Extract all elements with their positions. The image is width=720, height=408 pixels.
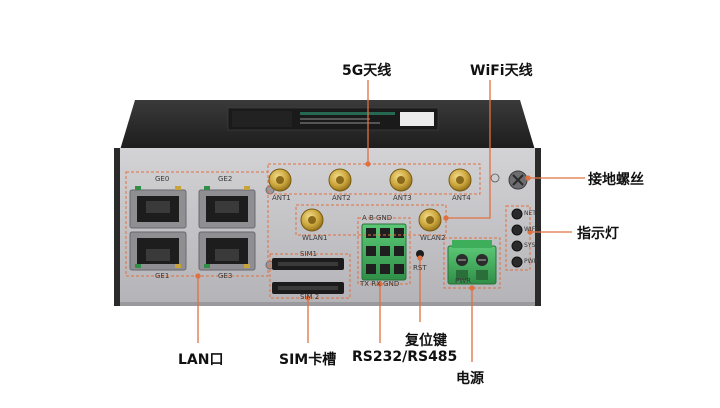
label-ant1: ANT1 [272,194,291,202]
label-led-sys: SYS [524,242,536,249]
antenna-5g-connectors [268,168,472,192]
label-ge3: GE3 [218,272,233,280]
callout-antenna-wifi: WiFi天线 [470,63,533,79]
indicator-leds [511,208,523,268]
label-led-wifi: WIFI [524,226,537,233]
label-terminal-bottom: TX RX GND [360,280,400,288]
label-sim1: SIM1 [300,250,318,258]
wlan-connectors [300,208,442,232]
label-ge2: GE2 [218,175,233,183]
label-terminal-top: A B GND [362,214,393,222]
highlight-boxes [125,163,531,299]
callout-sim-slot: SIM卡槽 [279,352,337,368]
label-ant3: ANT3 [393,194,412,202]
reset-hole [416,250,424,258]
callout-power: 电源 [456,371,484,387]
label-rst: RST [413,264,427,272]
label-led-net: NET [524,210,536,217]
label-wlan2: WLAN2 [420,234,446,242]
callout-reset: 复位键 [405,333,447,349]
label-pwr: PWR [455,277,472,285]
power-connector [447,240,497,285]
housing-left-side [114,148,122,306]
label-ant4: ANT4 [452,194,471,202]
label-wlan1: WLAN1 [302,234,328,242]
label-sim2: SIM 2 [300,293,320,301]
label-ant2: ANT2 [332,194,351,202]
callout-antenna-5g: 5G天线 [342,63,392,79]
lan-port-group [129,186,256,271]
callout-lines [195,80,585,362]
serial-terminal-block [361,223,407,281]
callout-serial: RS232/RS485 [352,349,458,365]
callout-indicator-lights: 指示灯 [577,226,619,242]
label-ge0: GE0 [155,175,170,183]
sim-slots [272,258,344,294]
label-led-pwr: PWR [524,258,538,265]
housing-right-side [533,148,541,306]
label-ge1: GE1 [155,272,170,280]
callout-lan-port: LAN口 [178,352,224,368]
callout-ground-screw: 接地螺丝 [588,172,644,188]
